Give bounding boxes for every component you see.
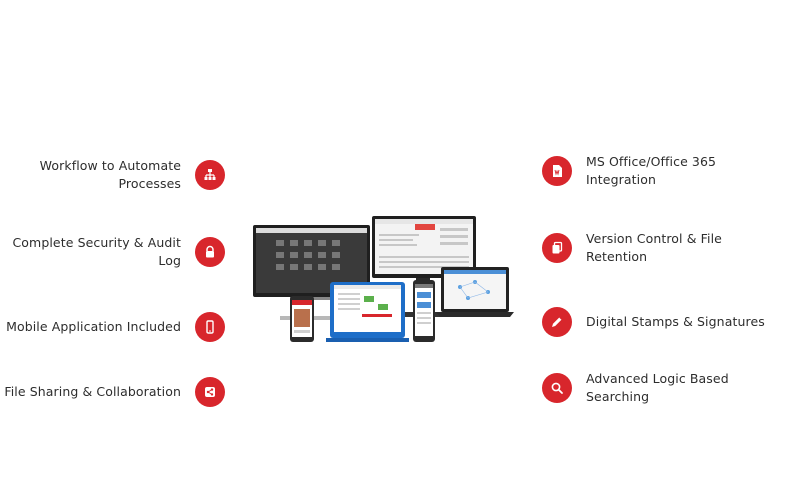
pen-icon — [542, 307, 572, 337]
search-icon — [542, 373, 572, 403]
feature-file-sharing: File Sharing & Collaboration — [4, 377, 225, 407]
mobile-icon — [195, 312, 225, 342]
workflow-icon — [195, 160, 225, 190]
share-icon — [195, 377, 225, 407]
feature-label: File Sharing & Collaboration — [4, 384, 181, 399]
devices-graphic — [253, 216, 514, 342]
devices-illustration — [250, 212, 515, 352]
copy-icon — [542, 233, 572, 263]
lock-icon — [195, 237, 225, 267]
feature-label: Mobile Application Included — [6, 319, 181, 334]
feature-label: Digital Stamps & Signatures — [586, 314, 765, 329]
word-doc-icon — [542, 156, 572, 186]
feature-digital-stamps: Digital Stamps & Signatures — [542, 307, 765, 337]
feature-mobile: Mobile Application Included — [6, 312, 225, 342]
